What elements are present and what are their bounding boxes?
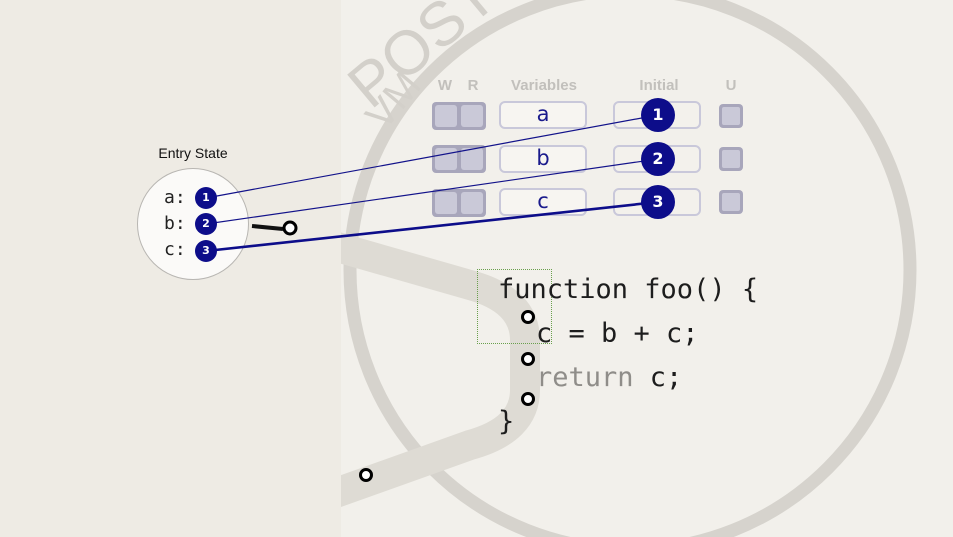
entry-label-b: b: [164,213,186,234]
wr-toggle-a[interactable] [432,102,486,130]
wr-toggle-c[interactable] [432,189,486,217]
code-line-3: return c; [536,362,682,393]
code-line-4: } [498,406,515,437]
used-checkbox-c[interactable] [719,190,743,214]
header-read: R [467,77,479,94]
code-line-1: function foo() { [498,274,759,305]
entry-badge-a[interactable]: 1 [195,187,217,209]
return-keyword: return [536,362,634,393]
entry-badge-b[interactable]: 2 [195,213,217,235]
return-expression: c; [633,362,683,393]
entry-label-a: a: [164,187,186,208]
initial-badge-a[interactable]: 1 [641,98,675,132]
header-initial: Initial [639,77,679,94]
entry-state-title: Entry State [158,145,228,161]
variable-cell-a: a [499,101,587,129]
variable-cell-c: c [499,188,587,216]
used-checkbox-a[interactable] [719,104,743,128]
header-used: U [725,77,737,94]
header-write: W [437,77,453,94]
initial-badge-b[interactable]: 2 [641,142,675,176]
watermark-ring [343,0,917,537]
entry-label-c: c: [164,239,186,260]
initial-badge-c[interactable]: 3 [641,185,675,219]
entry-state-node[interactable] [137,168,249,280]
selection-box [477,269,552,344]
header-variables: Variables [511,77,577,94]
used-checkbox-b[interactable] [719,147,743,171]
wr-toggle-b[interactable] [432,145,486,173]
code-line-2: c = b + c; [536,318,699,349]
variable-cell-b: b [499,145,587,173]
entry-badge-c[interactable]: 3 [195,240,217,262]
